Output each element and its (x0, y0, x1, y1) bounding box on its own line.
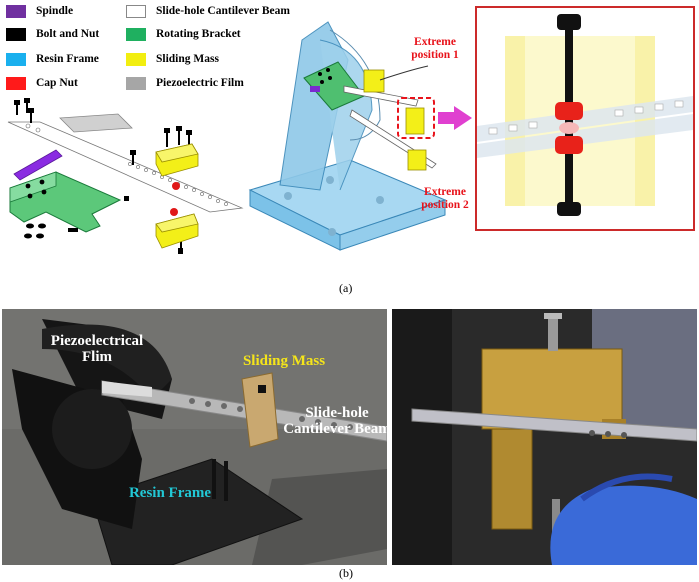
legend-label: Piezoelectric Film (156, 77, 244, 89)
extreme-position-1-text: Extreme position 1 (411, 36, 459, 61)
piezo-film-text: Piezoelectrical Flim (50, 333, 144, 365)
legend-label: Sliding Mass (156, 53, 219, 65)
sliding-mass-photo-label: Sliding Mass (224, 353, 344, 369)
legend-swatch-bolt-and-nut (6, 27, 26, 41)
legend-label: Spindle (36, 5, 74, 17)
photo-sliding-mass-closeup (392, 309, 697, 565)
extreme-position-2-label: Extreme position 2 (410, 186, 480, 212)
closeup-photo-illustration (392, 309, 697, 565)
legend-label: Slide-hole Cantilever Beam (156, 5, 290, 17)
legend-swatch-cap-nut (6, 76, 26, 90)
resin-frame-photo-text: Resin Frame (128, 485, 212, 501)
piezo-film-label: Piezoelectrical Flim (42, 333, 152, 365)
legend-item-spindle: Spindle (6, 2, 73, 20)
beam-photo-label: Slide-hole Cantilever Beam (282, 405, 387, 437)
legend-item-rotating-bracket: Rotating Bracket (126, 25, 241, 43)
extreme-position-2-text: Extreme position 2 (421, 186, 469, 211)
legend-item-resin-frame: Resin Frame (6, 50, 99, 68)
legend-swatch-sliding-mass (126, 52, 146, 66)
legend-swatch-spindle (6, 4, 26, 18)
legend-item-sliding-mass: Sliding Mass (126, 50, 219, 68)
legend-swatch-cantilever-beam (126, 4, 146, 18)
caption-b: (b) (339, 566, 353, 580)
zoom-detail-illustration (475, 6, 695, 231)
beam-photo-text: Slide-hole Cantilever Beam (283, 405, 387, 437)
prototype-photo-illustration (2, 309, 387, 565)
photo-prototype-overview: Piezoelectrical Flim Sliding Mass Slide-… (2, 309, 387, 565)
legend-swatch-resin-frame (6, 52, 26, 66)
legend-label: Bolt and Nut (36, 28, 100, 40)
legend-item-piezo-film: Piezoelectric Film (126, 74, 244, 92)
legend-label: Rotating Bracket (156, 28, 241, 40)
legend-label: Cap Nut (36, 77, 78, 89)
exploded-view-illustration (7, 98, 244, 254)
resin-frame-photo-label: Resin Frame (110, 485, 230, 501)
sliding-mass-photo-text: Sliding Mass (242, 353, 326, 369)
assembled-view-illustration (248, 21, 472, 251)
legend-item-cap-nut: Cap Nut (6, 74, 78, 92)
legend-item-cantilever-beam: Slide-hole Cantilever Beam (126, 2, 290, 20)
figure-part-a: Spindle Bolt and Nut Resin Frame Cap Nut… (0, 0, 699, 295)
legend-swatch-rotating-bracket (126, 27, 146, 41)
legend-label: Resin Frame (36, 53, 99, 65)
legend-item-bolt-and-nut: Bolt and Nut (6, 25, 99, 43)
extreme-position-1-label: Extreme position 1 (400, 36, 470, 62)
legend: Spindle Bolt and Nut Resin Frame Cap Nut… (6, 2, 296, 102)
caption-a: (a) (339, 281, 353, 295)
legend-swatch-piezo-film (126, 76, 146, 90)
